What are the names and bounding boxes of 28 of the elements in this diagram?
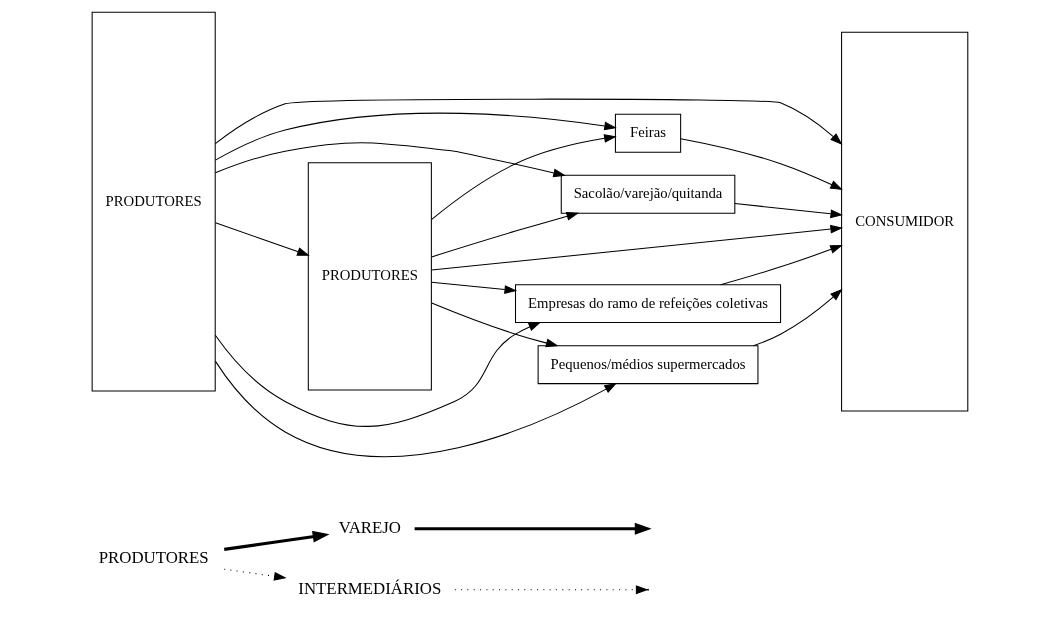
node-box: Pequenos/médios supermercados	[537, 345, 758, 385]
node-text: INTERMEDIÁRIOS	[297, 578, 441, 598]
node-text: VAREJO	[338, 517, 401, 537]
node-box: Feiras	[614, 113, 681, 153]
arrow	[733, 202, 843, 219]
arrow	[214, 142, 566, 178]
arrow	[679, 138, 843, 190]
arrow	[719, 245, 843, 286]
arrow	[430, 281, 517, 294]
node-box: CONSUMIDOR	[840, 31, 968, 412]
arrow	[223, 568, 287, 581]
arrow	[214, 360, 617, 457]
arrow	[430, 134, 617, 220]
arrow	[430, 224, 843, 271]
arrow	[430, 212, 579, 258]
arrow	[223, 530, 330, 551]
arrow	[430, 302, 559, 348]
node-box: Empresas do ramo de refeições coletivas	[514, 284, 781, 324]
node-box: PRODUTORES	[307, 162, 432, 391]
arrow	[214, 112, 617, 161]
arrow	[752, 288, 843, 347]
arrow	[214, 322, 541, 427]
node-box: PRODUTORES	[91, 11, 216, 392]
node-text: PRODUTORES	[98, 548, 209, 568]
arrow	[214, 98, 842, 145]
arrow	[214, 222, 310, 256]
node-box: Sacolão/varejão/quitanda	[560, 174, 735, 214]
arrow	[453, 585, 648, 595]
